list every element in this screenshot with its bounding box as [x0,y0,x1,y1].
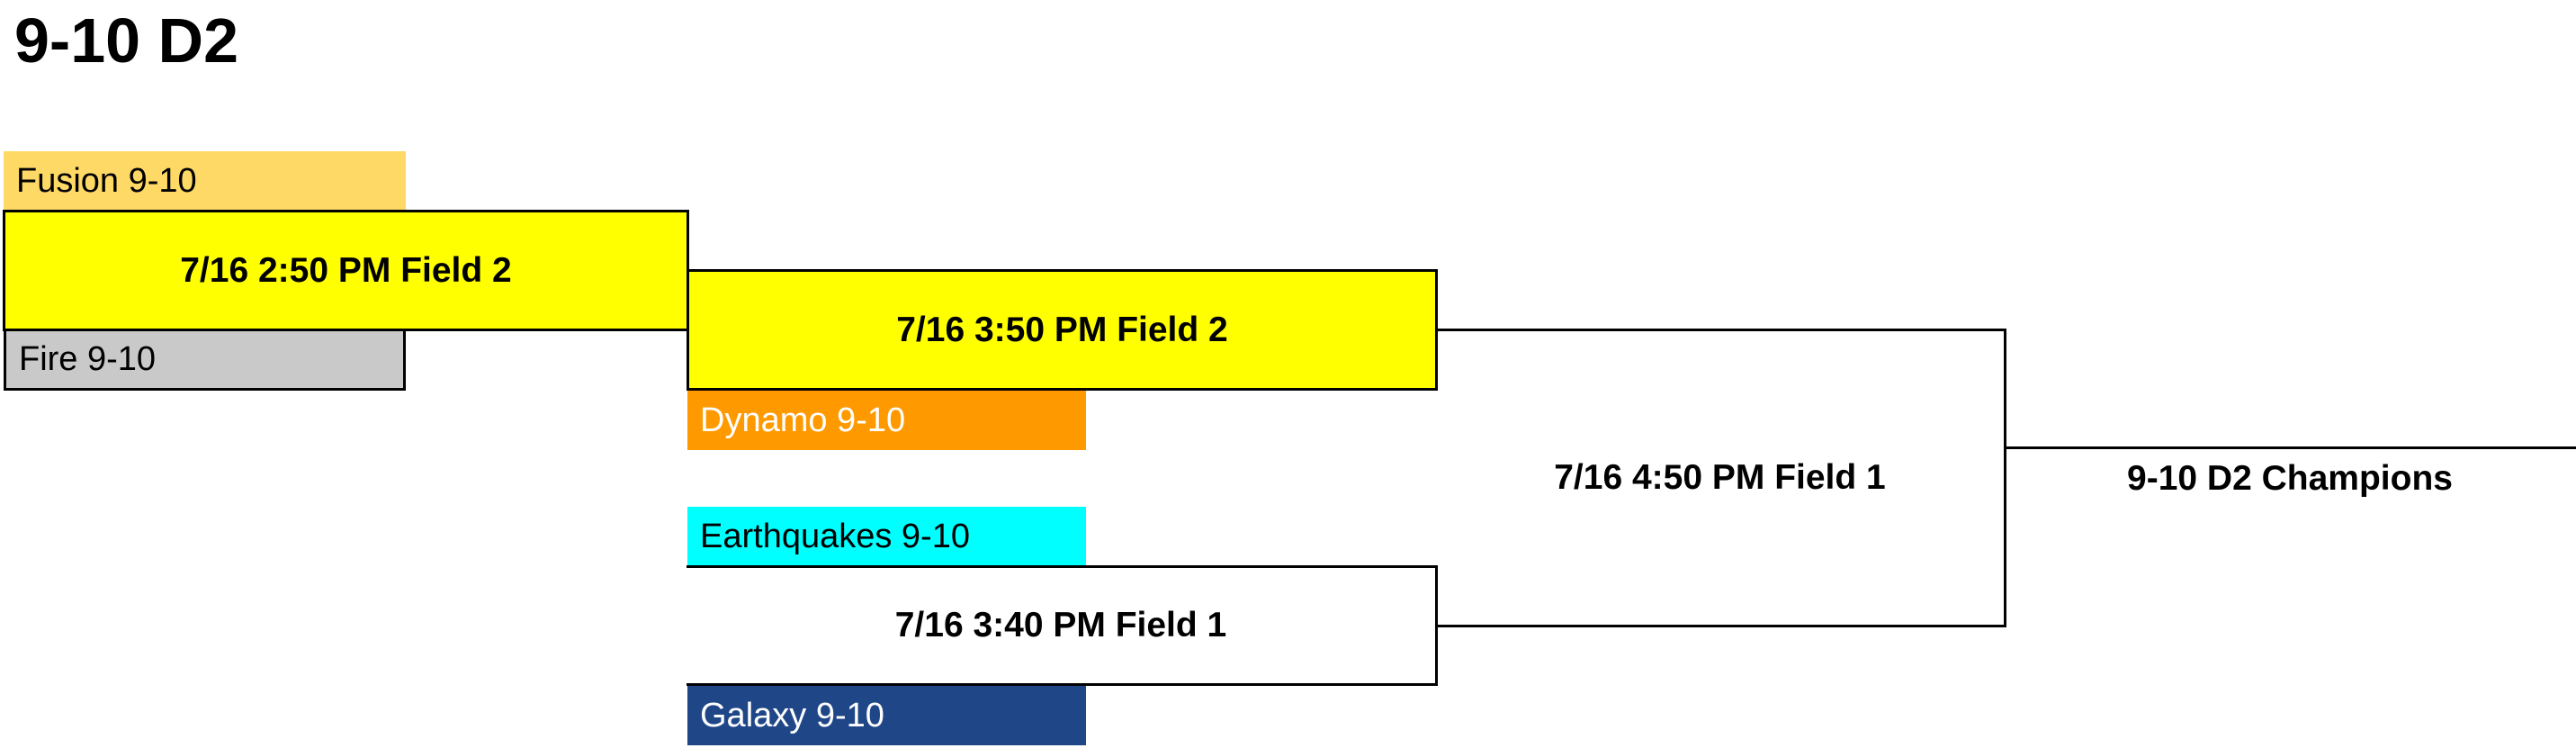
final-bottom-line [1436,625,2006,627]
champion-label-text: 9-10 D2 Champions [2127,459,2453,498]
champion-line [2004,446,2576,449]
match-final-label: 7/16 4:50 PM Field 1 [1554,458,1886,497]
team-galaxy: Galaxy 9-10 [687,686,1086,745]
match-final: 7/16 4:50 PM Field 1 [1436,448,2004,508]
team-galaxy-label: Galaxy 9-10 [700,696,884,734]
bracket-title: 9-10 D2 [14,5,239,76]
team-earthquakes: Earthquakes 9-10 [687,507,1086,566]
team-fusion-label: Fusion 9-10 [16,161,197,200]
match-semi-bottom-label: 7/16 3:40 PM Field 1 [894,606,1227,644]
team-dynamo: Dynamo 9-10 [687,391,1086,450]
match-semi-top-label: 7/16 3:50 PM Field 2 [896,310,1228,349]
final-top-line [1436,329,2006,331]
team-fire-label: Fire 9-10 [19,340,157,378]
team-dynamo-label: Dynamo 9-10 [700,401,906,439]
team-fusion: Fusion 9-10 [4,151,406,211]
champion-label: 9-10 D2 Champions [2006,449,2573,509]
match-round1: 7/16 2:50 PM Field 2 [3,210,689,331]
team-fire: Fire 9-10 [4,331,406,391]
match-semi-bottom: 7/16 3:40 PM Field 1 [687,565,1438,686]
team-earthquakes-label: Earthquakes 9-10 [700,517,970,555]
match-semi-top: 7/16 3:50 PM Field 2 [687,269,1438,391]
final-right-line [2004,329,2006,627]
match-round1-label: 7/16 2:50 PM Field 2 [180,250,512,290]
